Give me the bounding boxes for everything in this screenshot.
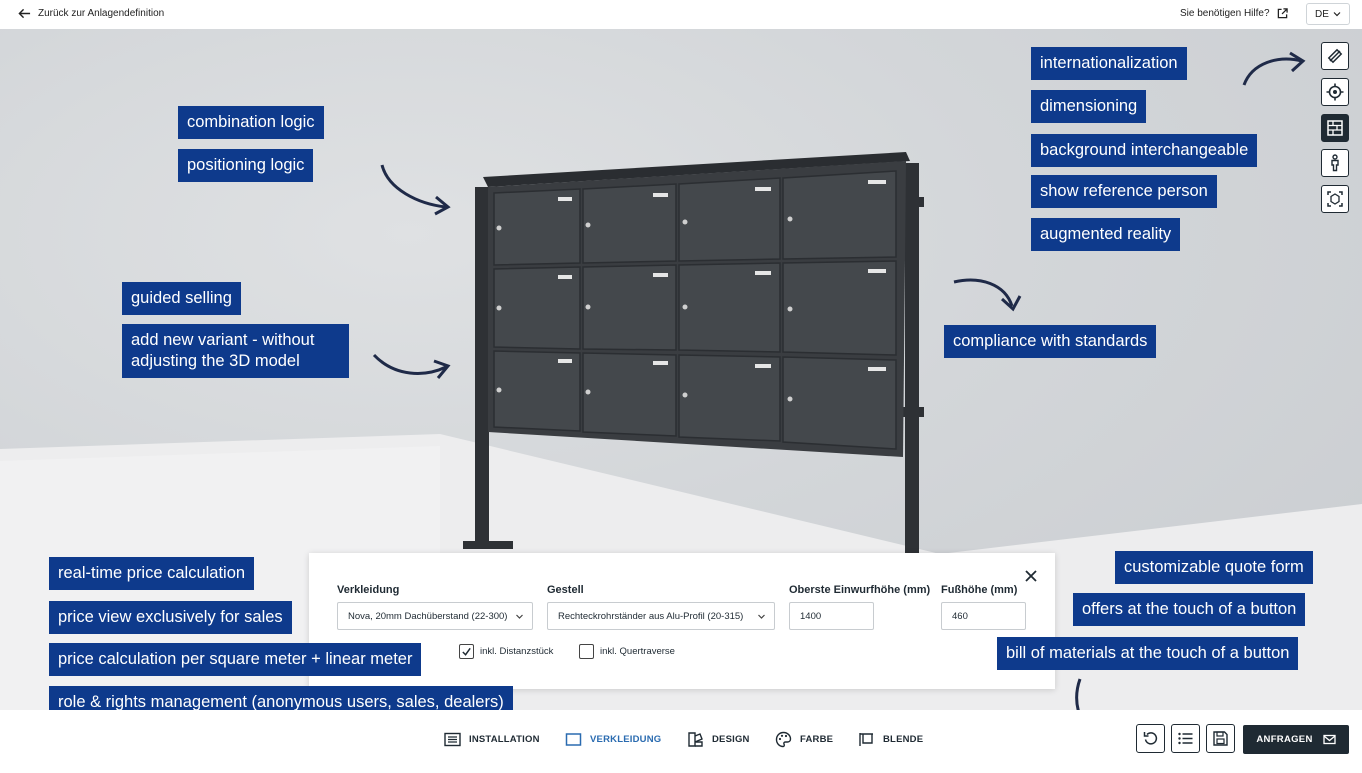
undo-icon <box>1143 732 1158 745</box>
mail-icon <box>1322 734 1336 745</box>
spacer-label: inkl. Distanzstück <box>480 646 554 657</box>
tag-price-per-meter: price calculation per square meter + lin… <box>49 643 422 676</box>
wall-icon <box>1327 120 1343 136</box>
frame-label: Gestell <box>547 584 584 596</box>
tag-offers: offers at the touch of a button <box>1073 593 1306 626</box>
cladding-value: Nova, 20mm Dachüberstand (22-300) <box>348 610 508 622</box>
rectangle-icon <box>565 733 582 746</box>
tag-price-view-sales: price view exclusively for sales <box>49 601 292 634</box>
top-bar: Zurück zur Anlagendefinition Sie benötig… <box>0 0 1362 29</box>
arrow-tools <box>1242 51 1306 86</box>
background-toggle-button[interactable] <box>1321 114 1349 142</box>
tab-farbe[interactable]: FARBE <box>775 731 833 748</box>
crossbar-label: inkl. Quertraverse <box>600 646 675 657</box>
tab-design-label: DESIGN <box>712 734 750 745</box>
request-button[interactable]: ANFRAGEN <box>1243 725 1349 754</box>
target-icon <box>1326 83 1344 101</box>
top-slot-label: Oberste Einwurfhöhe (mm) <box>789 584 931 596</box>
back-link[interactable]: Zurück zur Anlagendefinition <box>18 7 164 20</box>
undo-button[interactable] <box>1136 724 1165 753</box>
tab-installation-label: INSTALLATION <box>469 734 540 745</box>
tab-blende-label: BLENDE <box>883 734 924 745</box>
request-button-label: ANFRAGEN <box>1256 734 1313 745</box>
list-icon <box>444 732 461 747</box>
language-value: DE <box>1315 8 1329 20</box>
check-icon <box>462 647 471 656</box>
tag-reference-person: show reference person <box>1031 175 1217 208</box>
close-icon[interactable] <box>1023 568 1039 584</box>
frame-value: Rechteckrohrständer aus Alu-Profil (20-3… <box>558 610 744 622</box>
palette-icon <box>775 731 792 748</box>
arrow-left-icon <box>18 8 31 19</box>
chevron-down-icon <box>758 614 765 619</box>
arrow-compliance <box>953 278 1022 312</box>
cladding-select[interactable]: Nova, 20mm Dachüberstand (22-300) <box>337 602 533 630</box>
tag-internationalization: internationalization <box>1031 47 1187 80</box>
tag-quote-form: customizable quote form <box>1115 551 1313 584</box>
help-link[interactable]: Sie benötigen Hilfe? <box>1180 8 1288 19</box>
save-button[interactable] <box>1206 724 1235 753</box>
tag-augmented-reality: augmented reality <box>1031 218 1181 251</box>
help-link-label: Sie benötigen Hilfe? <box>1180 8 1270 19</box>
ruler-icon <box>1327 48 1343 64</box>
cladding-label: Verkleidung <box>337 584 400 596</box>
tab-farbe-label: FARBE <box>800 734 834 745</box>
blende-icon <box>859 733 873 746</box>
tag-background: background interchangeable <box>1031 134 1258 167</box>
tab-blende[interactable]: BLENDE <box>858 731 923 748</box>
config-panel: Verkleidung Nova, 20mm Dachüberstand (22… <box>309 553 1055 689</box>
tag-compliance: compliance with standards <box>944 325 1157 358</box>
tag-guided-selling: guided selling <box>122 282 241 315</box>
chevron-down-icon <box>1333 12 1341 17</box>
person-icon <box>1331 154 1339 172</box>
tag-combination-logic: combination logic <box>178 106 324 139</box>
ar-target-button[interactable] <box>1321 78 1349 106</box>
spacer-checkbox[interactable]: inkl. Distanzstück <box>459 644 553 659</box>
bottom-nav: INSTALLATION VERKLEIDUNG DESIGN FARBE BL… <box>0 710 1362 773</box>
bill-of-materials-button[interactable] <box>1171 724 1200 753</box>
tab-verkleidung-label: VERKLEIDUNG <box>590 734 662 745</box>
augmented-reality-button[interactable] <box>1321 185 1349 213</box>
tab-design[interactable]: DESIGN <box>687 731 750 748</box>
arrow-variant <box>372 353 451 379</box>
tab-verkleidung[interactable]: VERKLEIDUNG <box>565 731 661 748</box>
save-icon <box>1213 731 1228 746</box>
frame-select[interactable]: Rechteckrohrständer aus Alu-Profil (20-3… <box>547 602 775 630</box>
external-link-icon <box>1277 8 1288 19</box>
crossbar-checkbox[interactable]: inkl. Quertraverse <box>579 644 675 659</box>
checkbox-unchecked[interactable] <box>579 644 594 659</box>
tag-realtime-price: real-time price calculation <box>49 557 255 590</box>
dimension-tool-button[interactable] <box>1321 42 1349 70</box>
language-select[interactable]: DE <box>1306 3 1350 25</box>
foot-label: Fußhöhe (mm) <box>941 584 1018 596</box>
tag-dimensioning: dimensioning <box>1031 90 1147 123</box>
arrow-buttons <box>1075 678 1082 710</box>
top-slot-value: 1400 <box>800 610 822 622</box>
tag-positioning-logic: positioning logic <box>178 149 314 182</box>
mailbox-3d-model[interactable] <box>458 149 938 559</box>
reference-person-button[interactable] <box>1321 149 1349 177</box>
arrow-combination <box>380 164 451 216</box>
chevron-down-icon <box>516 614 523 619</box>
design-icon <box>688 732 703 747</box>
ar-icon <box>1327 191 1343 207</box>
foot-height-value: 460 <box>952 610 968 622</box>
checkbox-checked[interactable] <box>459 644 474 659</box>
top-slot-input[interactable]: 1400 <box>789 602 874 630</box>
tab-installation[interactable]: INSTALLATION <box>444 731 540 748</box>
tag-bill-of-materials: bill of materials at the touch of a butt… <box>997 637 1299 670</box>
tag-add-variant: add new variant - without adjusting the … <box>122 324 349 378</box>
back-link-label: Zurück zur Anlagendefinition <box>38 8 165 19</box>
list-bullets-icon <box>1178 732 1193 745</box>
foot-height-input[interactable]: 460 <box>941 602 1026 630</box>
